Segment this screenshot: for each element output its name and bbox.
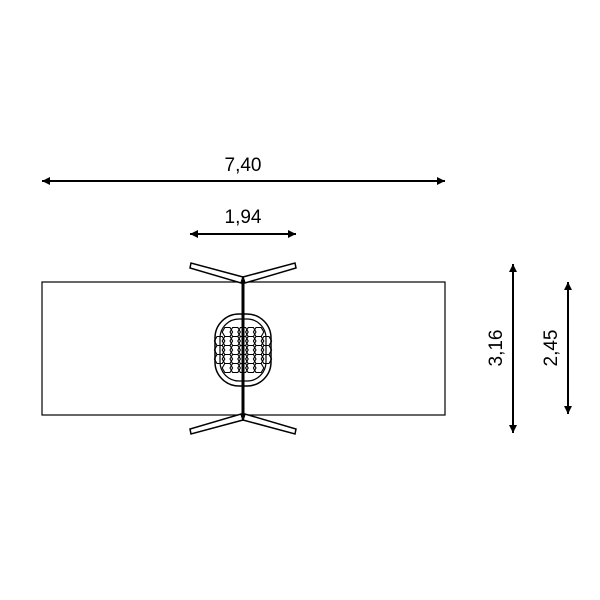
net-cell: [229, 362, 242, 374]
net-cell: [260, 353, 273, 365]
dimension-overall-length: 7,40: [42, 155, 445, 185]
net-cell: [252, 362, 265, 374]
dimension-label-area-depth: 2,45: [541, 330, 562, 367]
net-cell: [213, 353, 226, 365]
play-structure: [189, 262, 297, 435]
dimension-label-length: 7,40: [225, 155, 262, 176]
dimension-label-depth: 3,16: [486, 330, 507, 367]
dimension-area-depth: 2,45: [541, 282, 572, 414]
net-cell: [237, 362, 249, 374]
dimension-label-width: 1,94: [225, 207, 262, 228]
dimension-structure-width: 1,94: [190, 207, 296, 238]
net-cell: [221, 362, 234, 374]
top-legs: [189, 262, 297, 284]
dimension-overall-depth: 3,16: [486, 264, 517, 433]
net-cell: [244, 362, 257, 374]
hexagon-net: [213, 326, 273, 374]
